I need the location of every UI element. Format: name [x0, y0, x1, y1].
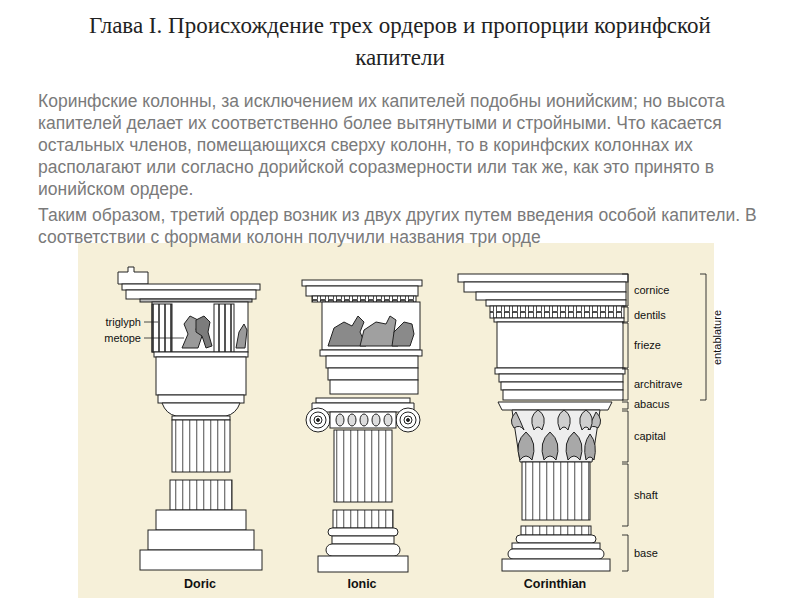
part-label: triglyph — [106, 316, 141, 329]
part-label: abacus — [634, 398, 669, 411]
body-text: Коринфские колонны, за исключением их ка… — [38, 90, 766, 200]
part-label: base — [634, 547, 658, 560]
body-text: Таким образом, третий ордер возник из дв… — [38, 204, 766, 248]
part-label: dentils — [634, 309, 666, 322]
order-name: Doric — [184, 577, 216, 592]
leader-line — [144, 338, 184, 339]
doric-column — [118, 267, 262, 570]
part-label: cornice — [634, 284, 669, 297]
picture-ground — [78, 243, 714, 598]
part-bracket — [622, 274, 706, 571]
part-label: frieze — [634, 339, 661, 352]
leader-line — [144, 322, 158, 323]
part-label: shaft — [634, 489, 658, 502]
part-label: architrave — [634, 378, 682, 391]
corinthian-column — [458, 274, 628, 571]
part-label: entablature — [711, 309, 724, 364]
order-name: Ionic — [347, 577, 376, 592]
order-name: Corinthian — [524, 577, 587, 592]
part-label: metope — [104, 332, 141, 345]
part-label: capital — [634, 430, 666, 443]
ionic-column — [302, 280, 422, 572]
slide-title: Глава I. Происхождение трех ордеров и пр… — [60, 10, 740, 74]
